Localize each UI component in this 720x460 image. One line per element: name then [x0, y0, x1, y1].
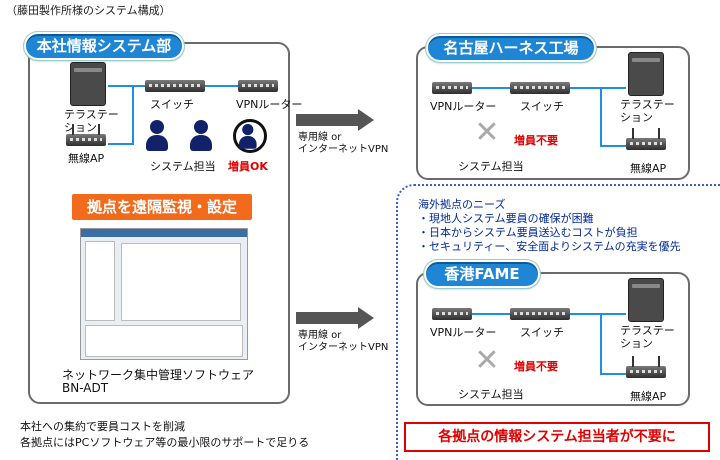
antenna-icon — [658, 356, 660, 367]
nagoya-link-line — [600, 87, 602, 147]
topology-pane — [121, 243, 241, 321]
hq-vpn-router-label: VPNルーター — [236, 98, 303, 111]
software-screenshot — [80, 228, 248, 360]
hq-wireless-ap-label: 無線AP — [68, 152, 105, 165]
hongkong-link-line — [600, 313, 602, 375]
link-arrow-bottom — [296, 312, 358, 324]
nagoya-switch-label: スイッチ — [520, 100, 564, 113]
arrow-head-icon — [358, 109, 374, 131]
hongkong-title: 香港FAME — [423, 259, 541, 289]
needs-item: ・セキュリティー、安全面よりシステムの充実を優先 — [418, 240, 681, 253]
antenna-icon — [658, 128, 660, 139]
antenna-icon — [632, 128, 634, 139]
needs-title: 海外拠点のニーズ — [418, 198, 506, 211]
switch-icon — [510, 82, 570, 94]
antenna-icon — [72, 124, 74, 135]
needs-item: ・現地人システム要員の確保が困難 — [418, 212, 594, 225]
software-name: ネットワーク集中管理ソフトウェア — [62, 368, 255, 382]
hongkong-vpn-router-label: VPNルーター — [430, 326, 497, 339]
software-code: BN-ADT — [62, 381, 109, 395]
hq-link-line — [108, 143, 134, 145]
nagoya-title: 名古屋ハーネス工場 — [425, 33, 597, 63]
log-pane — [85, 325, 243, 357]
hongkong-no-increase-label: 増員不要 — [514, 360, 558, 373]
note-line1: 本社への集約で要員コストを削減 — [20, 420, 185, 433]
window-titlebar — [81, 229, 247, 237]
antenna-icon — [98, 124, 100, 135]
nagoya-no-increase-label: 増員不要 — [514, 134, 558, 147]
hq-increase-ok-label: 増員OK — [228, 160, 268, 173]
antenna-icon — [632, 356, 634, 367]
hongkong-system-staff-label: システム担当 — [458, 388, 524, 401]
nagoya-link-line — [600, 145, 626, 147]
switch-icon — [510, 308, 570, 320]
remote-monitoring-banner: 拠点を遠隔監視・設定 — [72, 194, 252, 220]
nagoya-terastation-label: テラステー ション — [620, 98, 675, 124]
terastation-icon — [70, 62, 106, 106]
nagoya-vpn-router-label: VPNルーター — [430, 100, 497, 113]
hq-switch-label: スイッチ — [150, 98, 194, 111]
vpn-router-icon — [432, 308, 472, 320]
note-line2: 各拠点にはPCソフトウェア等の最小限のサポートで足りる — [20, 436, 310, 449]
link-label-bottom: 専用線 or インターネットVPN — [298, 330, 389, 353]
needs-item: ・日本からシステム要員送込むコストが負担 — [418, 226, 638, 239]
switch-icon — [145, 80, 205, 92]
hongkong-link-line — [600, 373, 626, 375]
vpn-router-icon — [432, 82, 472, 94]
vpn-router-icon — [238, 80, 278, 92]
nagoya-wireless-ap-label: 無線AP — [630, 162, 667, 175]
wireless-ap-icon — [626, 366, 666, 378]
overseas-region-border — [396, 184, 720, 460]
hongkong-terastation-label: テラステー ション — [620, 324, 675, 350]
diagram-caption: （藤田製作所様のシステム構成） — [6, 4, 171, 17]
arrow-head-icon — [358, 307, 374, 329]
hongkong-wireless-ap-label: 無線AP — [630, 390, 667, 403]
wireless-ap-icon — [626, 138, 666, 150]
wireless-ap-icon — [66, 134, 106, 146]
terastation-icon — [628, 52, 664, 96]
nagoya-system-staff-label: システム担当 — [458, 160, 524, 173]
hq-link-line — [132, 85, 134, 145]
tree-pane — [85, 241, 115, 321]
conclusion-box: 各拠点の情報システム担当者が不要に — [404, 422, 710, 452]
terastation-icon — [628, 278, 664, 322]
no-staff-icon: ✕ — [474, 115, 500, 150]
hongkong-switch-label: スイッチ — [520, 326, 564, 339]
no-staff-icon: ✕ — [474, 343, 500, 378]
hq-title: 本社情報システム部 — [23, 31, 185, 61]
link-arrow-top — [296, 114, 358, 126]
link-label-top: 専用線 or インターネットVPN — [298, 132, 389, 155]
hq-system-staff-label: システム担当 — [150, 160, 216, 173]
